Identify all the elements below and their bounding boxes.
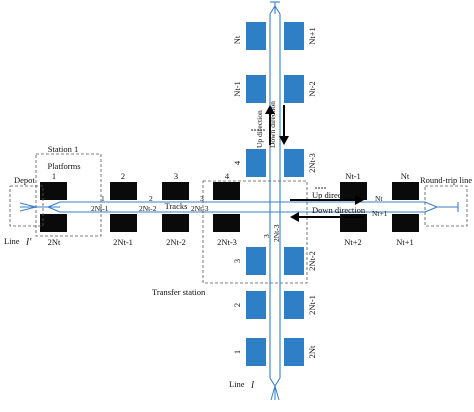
right-station-bottom-1: Nt+2: [344, 237, 362, 247]
vplatform-4-right: [284, 247, 304, 275]
platform-s4-top: [213, 182, 240, 200]
right-track-lower: Nt+1: [372, 209, 388, 218]
vlabel-right-1: Nt+1: [307, 27, 317, 45]
station-number-3: 3: [174, 171, 178, 181]
label-depot: Depot: [14, 175, 35, 185]
vtrack-label-right: 2Nt-3: [272, 224, 281, 242]
arrow-down-head: [290, 212, 299, 222]
platform-label-bottom-1: 2Nt: [48, 237, 61, 247]
vlabel-left-2: Nt-1: [232, 81, 242, 97]
vplatform-3-right: [284, 149, 304, 177]
vertical-platforms: [246, 22, 304, 366]
vplatform-5-right: [284, 291, 304, 319]
label-transfer-station: Transfer station: [152, 287, 206, 297]
depot-branch-down: [47, 206, 61, 213]
label-platforms: Platforms: [47, 161, 80, 171]
vlabel-right-5: 2Nt-1: [307, 295, 317, 315]
vlabel-right-6: 2Nt: [307, 345, 317, 358]
track-number-lower-3: 2Nt-3: [191, 204, 209, 213]
track-number-lower-2: 2Nt-2: [139, 204, 157, 213]
platform-s3-bottom: [162, 214, 189, 232]
platform-r1-top: [340, 182, 367, 200]
vlabel-left-1: Nt: [232, 35, 242, 44]
vlabel-right-4: 2Nt-2: [307, 251, 317, 271]
label-up-direction: Up direction: [312, 190, 355, 200]
platform-s1-bottom: [40, 214, 67, 232]
platform-r2-bottom: [392, 214, 419, 232]
right-track-upper: Nt: [375, 194, 383, 203]
vplatform-2-right: [284, 75, 304, 103]
track-number-upper-1: 1: [101, 194, 105, 203]
vlabel-left-4: 3: [232, 259, 242, 263]
label-down-direction: Down direction: [312, 205, 366, 215]
depot-frame: [9, 185, 44, 227]
platform-label-bottom-3: 2Nt-2: [166, 237, 186, 247]
label-round-trip-line: Round-trip line: [420, 175, 472, 185]
transfer-station-frame: [202, 180, 308, 284]
right-station-top-1: Nt-1: [345, 171, 361, 181]
depot-fork-icon: [19, 202, 37, 212]
station-number-2: 2: [121, 171, 125, 181]
right-station-bottom-2: Nt+1: [396, 237, 414, 247]
platform-s2-top: [110, 182, 137, 200]
vplatform-6-left: [246, 338, 266, 366]
platform-r1-bottom: [340, 214, 367, 232]
top-branch-right: [274, 5, 281, 15]
label-v-up-direction: Up direction: [255, 110, 264, 148]
station1-frame: [35, 153, 102, 237]
vlabel-right-3: 2Nt-3: [307, 153, 317, 173]
vplatform-6-right: [284, 338, 304, 366]
track-number-upper-2: 2: [149, 194, 153, 203]
roundtrip-frame: [424, 185, 468, 227]
label-line-h-symbol: l′: [26, 236, 32, 248]
vertical-tracks: [269, 1, 281, 387]
horizontal-tracks: [36, 201, 459, 213]
vtrack-label-left: 3: [262, 234, 271, 238]
vlabel-left-3: 4: [232, 160, 242, 165]
top-branch-left: [269, 5, 276, 15]
ellipsis-dots: [251, 129, 326, 189]
label-line-h: Line: [4, 236, 20, 246]
direction-arrows: [265, 105, 364, 222]
platform-s1-top: [40, 182, 67, 200]
bottom-branch-left: [269, 377, 276, 387]
vplatform-3-left: [246, 149, 266, 177]
vplatform-1-right: [284, 22, 304, 50]
station-number-4: 4: [225, 171, 230, 181]
vlabel-right-2: Nt-2: [307, 81, 317, 97]
vplatform-1-left: [246, 22, 266, 50]
label-station1: Station 1: [48, 144, 78, 154]
roundtrip-branch-down: [424, 206, 438, 213]
platform-r2-top: [392, 182, 419, 200]
label-tracks: Tracks: [165, 201, 188, 211]
roundtrip-branch-up: [424, 201, 438, 208]
label-v-down-direction: Down direction: [268, 101, 277, 148]
vertical-depot-fork-icon: [270, 385, 280, 401]
vplatform-2-left: [246, 75, 266, 103]
depot-branch-up: [47, 201, 61, 208]
right-station-top-2: Nt: [401, 171, 410, 181]
station-number-1: 1: [52, 171, 56, 181]
platform-s4-bottom: [213, 214, 240, 232]
horizontal-platforms: [40, 182, 419, 232]
platform-s2-bottom: [110, 214, 137, 232]
label-line-v-symbol: l: [251, 379, 254, 391]
vplatform-5-left: [246, 291, 266, 319]
platform-s3-top: [162, 182, 189, 200]
vlabel-left-6: 1: [232, 350, 242, 354]
vlabel-left-5: 2: [232, 303, 242, 307]
arrow-v-up-head: [265, 105, 275, 114]
track-number-upper-3: 3: [200, 194, 204, 203]
label-line-v: Line: [229, 379, 245, 389]
arrow-up-head: [355, 195, 364, 205]
platform-label-bottom-4: 2Nt-3: [217, 237, 237, 247]
vplatform-4-left: [246, 247, 266, 275]
bottom-branch-right: [274, 377, 281, 387]
platform-label-bottom-2: 2Nt-1: [113, 237, 133, 247]
arrow-v-down-head: [279, 136, 289, 145]
track-number-lower-1: 2Nt-1: [91, 204, 109, 213]
